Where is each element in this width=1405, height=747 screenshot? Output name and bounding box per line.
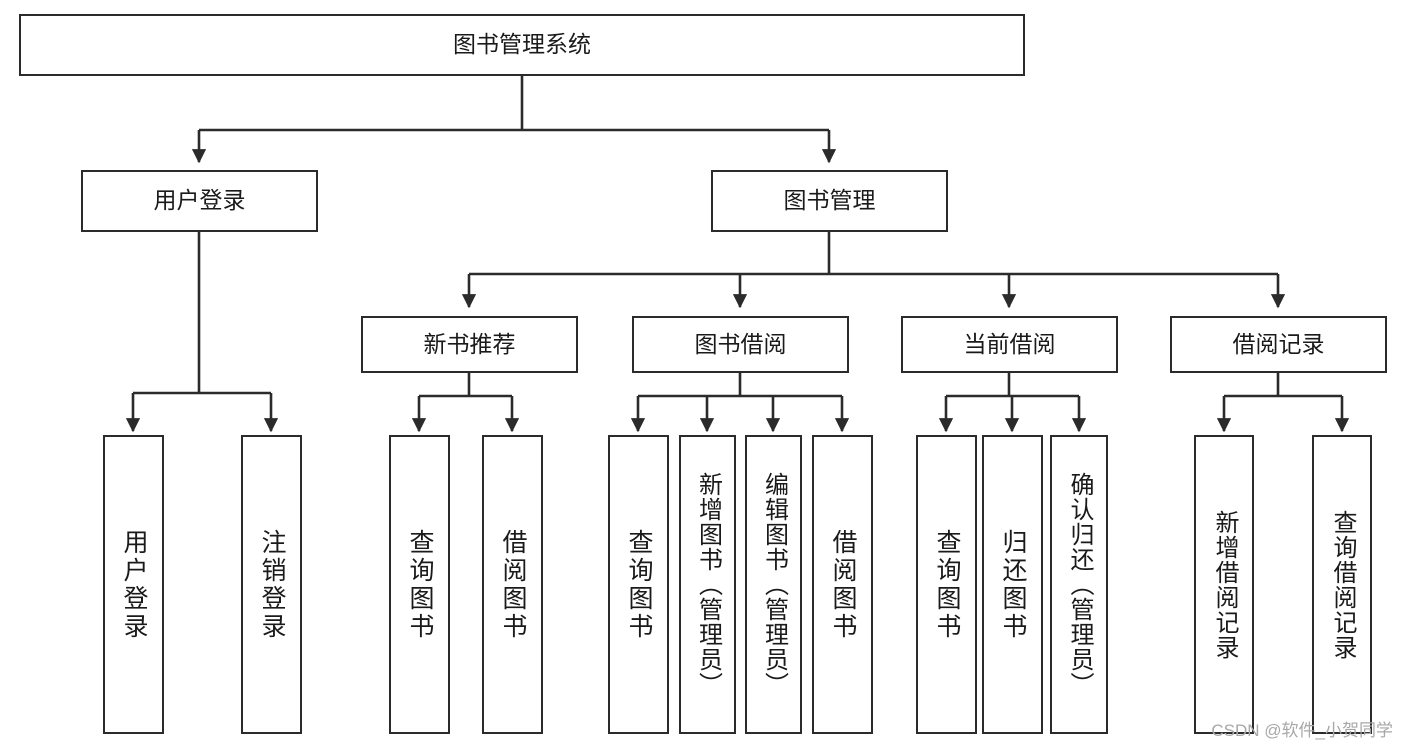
node-leaf-edit-book[interactable]: 编辑图书（管理员） — [745, 435, 802, 734]
node-leaf-add-book[interactable]: 新增图书（管理员） — [679, 435, 736, 734]
node-leaf-edit-book-label: 编辑图书（管理员） — [760, 472, 788, 697]
node-leaf-query-book-1[interactable]: 查询图书 — [389, 435, 450, 734]
node-leaf-query-book-3[interactable]: 查询图书 — [916, 435, 977, 734]
node-user-login[interactable]: 用户登录 — [81, 170, 318, 232]
node-leaf-return-book-label: 归还图书 — [999, 528, 1027, 641]
node-user-login-label: 用户登录 — [153, 187, 246, 214]
node-leaf-add-record-label: 新增借阅记录 — [1211, 509, 1238, 660]
node-leaf-user-login[interactable]: 用户登录 — [103, 435, 164, 734]
node-root[interactable]: 图书管理系统 — [19, 14, 1025, 76]
node-leaf-confirm-return-label: 确认归还（管理员） — [1066, 472, 1093, 697]
node-book-borrow-label: 图书借阅 — [694, 330, 787, 357]
node-leaf-return-book[interactable]: 归还图书 — [982, 435, 1043, 734]
watermark-text: CSDN @软件_小贺同学 — [1211, 721, 1393, 740]
node-leaf-query-record[interactable]: 查询借阅记录 — [1312, 435, 1372, 734]
node-leaf-query-book-2-label: 查询图书 — [625, 528, 653, 641]
node-leaf-query-book-2[interactable]: 查询图书 — [608, 435, 669, 734]
node-current-borrow[interactable]: 当前借阅 — [901, 316, 1118, 373]
node-current-borrow-label: 当前借阅 — [963, 330, 1056, 357]
node-leaf-user-login-label: 用户登录 — [120, 528, 148, 641]
node-book-manage-label: 图书管理 — [783, 187, 876, 214]
node-leaf-add-record[interactable]: 新增借阅记录 — [1194, 435, 1254, 734]
node-borrow-record[interactable]: 借阅记录 — [1170, 316, 1387, 373]
node-root-label: 图书管理系统 — [453, 31, 591, 58]
node-book-manage[interactable]: 图书管理 — [711, 170, 948, 232]
node-leaf-user-logout[interactable]: 注销登录 — [241, 435, 302, 734]
node-leaf-query-book-3-label: 查询图书 — [933, 528, 961, 641]
node-leaf-add-book-label: 新增图书（管理员） — [694, 472, 722, 697]
node-leaf-query-book-1-label: 查询图书 — [406, 528, 434, 641]
node-leaf-user-logout-label: 注销登录 — [258, 528, 286, 641]
node-new-book-rec[interactable]: 新书推荐 — [361, 316, 578, 373]
node-leaf-borrow-book-1[interactable]: 借阅图书 — [482, 435, 543, 734]
node-leaf-borrow-book-2[interactable]: 借阅图书 — [812, 435, 873, 734]
node-leaf-confirm-return[interactable]: 确认归还（管理员） — [1050, 435, 1108, 734]
node-leaf-query-record-label: 查询借阅记录 — [1329, 509, 1356, 660]
node-new-book-rec-label: 新书推荐 — [423, 330, 516, 357]
node-leaf-borrow-book-2-label: 借阅图书 — [829, 528, 857, 641]
node-leaf-borrow-book-1-label: 借阅图书 — [499, 528, 527, 641]
node-borrow-record-label: 借阅记录 — [1232, 330, 1325, 357]
node-book-borrow[interactable]: 图书借阅 — [632, 316, 849, 373]
